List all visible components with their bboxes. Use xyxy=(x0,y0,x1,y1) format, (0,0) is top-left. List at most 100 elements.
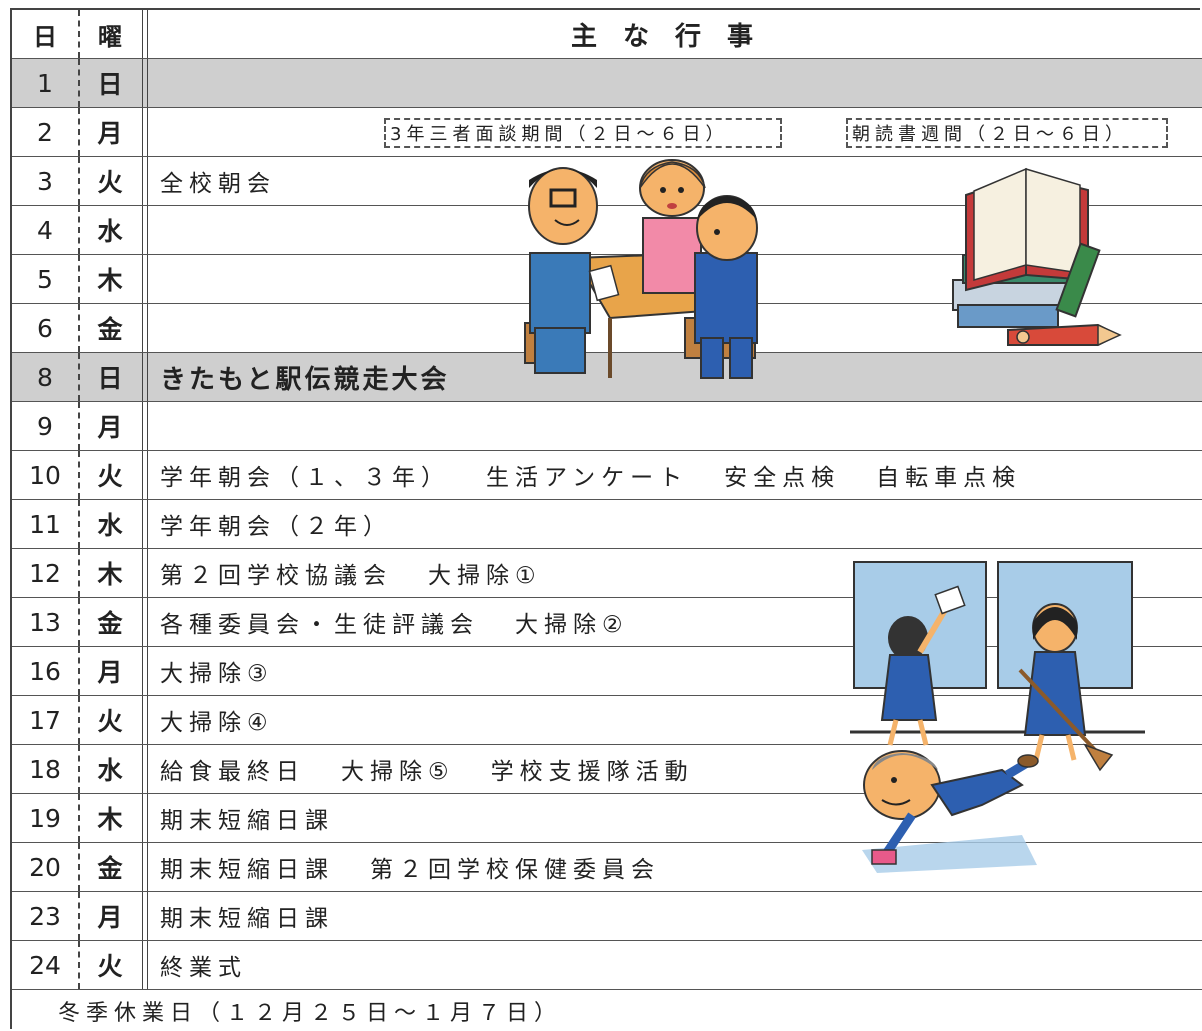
weekday-cell: 火 xyxy=(97,462,123,491)
column-divider-double xyxy=(142,108,148,156)
weekday-cell: 金 xyxy=(97,609,123,638)
day-cell: 23 xyxy=(29,901,61,931)
day-cell: 1 xyxy=(37,68,53,98)
column-divider xyxy=(78,59,80,107)
column-divider xyxy=(78,794,80,842)
column-divider-double xyxy=(142,549,148,597)
table-row: 13 金各種委員会・生徒評議会大掃除② xyxy=(12,598,1202,647)
day-cell: 13 xyxy=(29,607,61,637)
event-text: 生活アンケート xyxy=(486,465,689,491)
event-text: きたもと駅伝競走大会 xyxy=(160,364,450,395)
events-cell: 各種委員会・生徒評議会大掃除② xyxy=(148,598,1202,646)
column-divider-double xyxy=(142,843,148,891)
day-cell: 2 xyxy=(37,117,53,147)
weekday-cell: 火 xyxy=(97,952,123,981)
reading-week-note: 朝読書週間（２日～６日） xyxy=(846,118,1168,148)
weekday-cell: 水 xyxy=(97,217,123,246)
weekday-cell: 木 xyxy=(97,805,123,834)
column-divider-double xyxy=(142,402,148,450)
weekday-cell: 水 xyxy=(97,756,123,785)
event-text: 学年朝会（２年） xyxy=(160,514,392,540)
events-cell: 期末短縮日課第２回学校保健委員会 xyxy=(148,843,1202,891)
events-cell: 学年朝会（１、３年） 生活アンケート 安全点検 自転車点検 xyxy=(148,451,1202,499)
column-divider-double xyxy=(142,59,148,107)
events-cell: 大掃除③ xyxy=(148,647,1202,695)
weekday-cell: 日 xyxy=(97,70,123,99)
events-cell: 大掃除④ xyxy=(148,696,1202,744)
column-divider-double xyxy=(142,794,148,842)
table-header: 日 曜 主な行事 xyxy=(12,10,1202,59)
event-text: 自転車点検 xyxy=(876,465,1022,491)
day-cell: 6 xyxy=(37,313,53,343)
column-divider-double xyxy=(142,304,148,352)
weekday-cell: 月 xyxy=(97,413,123,442)
column-divider xyxy=(78,598,80,646)
event-text: 第２回学校協議会 xyxy=(160,563,392,589)
column-divider xyxy=(78,206,80,254)
event-text: 大掃除② xyxy=(515,612,629,638)
day-cell: 12 xyxy=(29,558,61,588)
events-cell: 第２回学校協議会 大掃除① xyxy=(148,549,1202,597)
events-cell xyxy=(148,402,1202,450)
day-cell: 3 xyxy=(37,166,53,196)
column-divider-double xyxy=(142,157,148,205)
weekday-cell: 金 xyxy=(97,854,123,883)
column-divider xyxy=(78,10,80,58)
events-cell: きたもと駅伝競走大会 xyxy=(148,353,1202,401)
column-divider xyxy=(78,843,80,891)
column-divider xyxy=(78,304,80,352)
day-cell: 16 xyxy=(29,656,61,686)
column-divider xyxy=(78,353,80,401)
event-text: 学年朝会（１、３年） xyxy=(160,465,450,491)
table-row: 12 木 第２回学校協議会 大掃除① xyxy=(12,549,1202,598)
event-text: 学校支援隊活動 xyxy=(490,759,694,785)
column-divider xyxy=(78,892,80,940)
column-divider xyxy=(78,500,80,548)
event-text: 大掃除③ xyxy=(160,661,274,687)
column-divider xyxy=(78,255,80,303)
event-text: 大掃除⑤ xyxy=(341,759,455,785)
header-day: 日 xyxy=(33,22,57,51)
column-divider xyxy=(78,696,80,744)
day-cell: 4 xyxy=(37,215,53,245)
column-divider-double xyxy=(142,745,148,793)
day-cell: 9 xyxy=(37,411,53,441)
column-divider-double xyxy=(142,500,148,548)
weekday-cell: 木 xyxy=(97,560,123,589)
day-cell: 24 xyxy=(29,950,61,980)
column-divider xyxy=(78,647,80,695)
event-text: 安全点検 xyxy=(724,465,841,491)
books-illustration-icon xyxy=(952,167,1122,347)
weekday-cell: 火 xyxy=(97,707,123,736)
interview-period-note: 3年三者面談期間（２日～６日） xyxy=(384,118,782,148)
event-text: 期末短縮日課 xyxy=(160,857,334,883)
column-divider-double xyxy=(142,941,148,989)
day-cell: 5 xyxy=(37,264,53,294)
column-divider-double xyxy=(142,10,148,58)
events-cell: 期末短縮日課 xyxy=(148,892,1202,940)
header-dow: 曜 xyxy=(98,22,122,51)
winter-break-note: 冬季休業日（１２月２５日～１月７日） xyxy=(58,1000,563,1026)
column-divider-double xyxy=(142,696,148,744)
column-divider xyxy=(78,402,80,450)
column-divider-double xyxy=(142,647,148,695)
column-divider-double xyxy=(142,255,148,303)
floor-wiping-illustration-icon xyxy=(862,750,1039,873)
event-text: 大掃除① xyxy=(428,563,542,589)
weekday-cell: 日 xyxy=(97,364,123,393)
weekday-cell: 火 xyxy=(97,168,123,197)
column-divider-double xyxy=(142,353,148,401)
column-divider xyxy=(78,745,80,793)
day-cell: 19 xyxy=(29,803,61,833)
day-cell: 11 xyxy=(29,509,61,539)
